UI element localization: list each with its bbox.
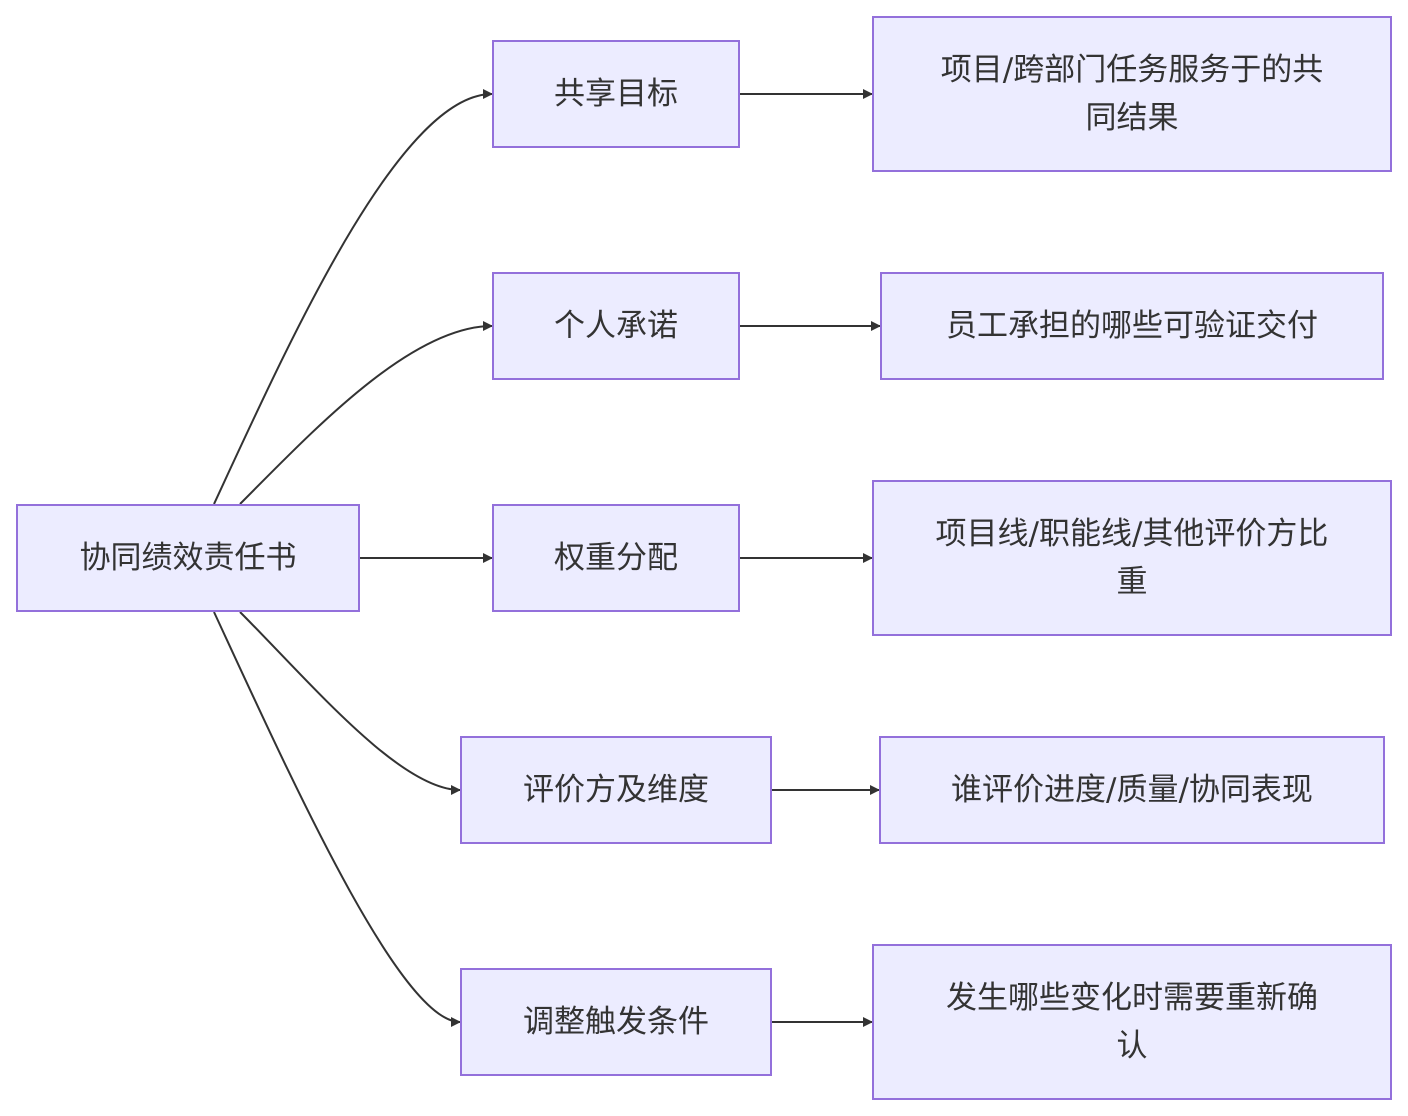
node-weight-allocation: 权重分配 [492, 504, 740, 612]
node-triggers: 调整触发条件 [460, 968, 772, 1076]
node-shared-goal-desc-label: 项目/跨部门任务服务于的共同结果 [940, 52, 1324, 136]
node-root: 协同绩效责任书 [16, 504, 360, 612]
edge-root-personal-commitment [239, 321, 493, 505]
node-root-label: 协同绩效责任书 [79, 540, 297, 576]
node-evaluators: 评价方及维度 [460, 736, 772, 844]
node-evaluators-desc: 谁评价进度/质量/协同表现 [879, 736, 1385, 844]
node-triggers-label: 调整触发条件 [523, 1004, 709, 1040]
edge-root-triggers [213, 611, 461, 1027]
node-shared-goal-label: 共享目标 [554, 76, 678, 112]
node-triggers-desc: 发生哪些变化时需要重新确认 [872, 944, 1392, 1100]
node-personal-commitment-desc: 员工承担的哪些可验证交付 [880, 272, 1384, 380]
node-personal-commitment-desc-label: 员工承担的哪些可验证交付 [946, 308, 1318, 344]
node-weight-allocation-desc-label: 项目线/职能线/其他评价方比重 [935, 516, 1329, 600]
node-weight-allocation-desc: 项目线/职能线/其他评价方比重 [872, 480, 1392, 636]
node-shared-goal-desc: 项目/跨部门任务服务于的共同结果 [872, 16, 1392, 172]
node-weight-allocation-label: 权重分配 [554, 540, 678, 576]
edge-root-evaluators [239, 611, 461, 795]
node-personal-commitment-label: 个人承诺 [554, 308, 678, 344]
node-evaluators-label: 评价方及维度 [523, 772, 709, 808]
node-triggers-desc-label: 发生哪些变化时需要重新确认 [946, 980, 1318, 1064]
node-personal-commitment: 个人承诺 [492, 272, 740, 380]
node-evaluators-desc-label: 谁评价进度/质量/协同表现 [951, 772, 1313, 808]
edge-root-shared-goal [213, 89, 493, 505]
node-shared-goal: 共享目标 [492, 40, 740, 148]
